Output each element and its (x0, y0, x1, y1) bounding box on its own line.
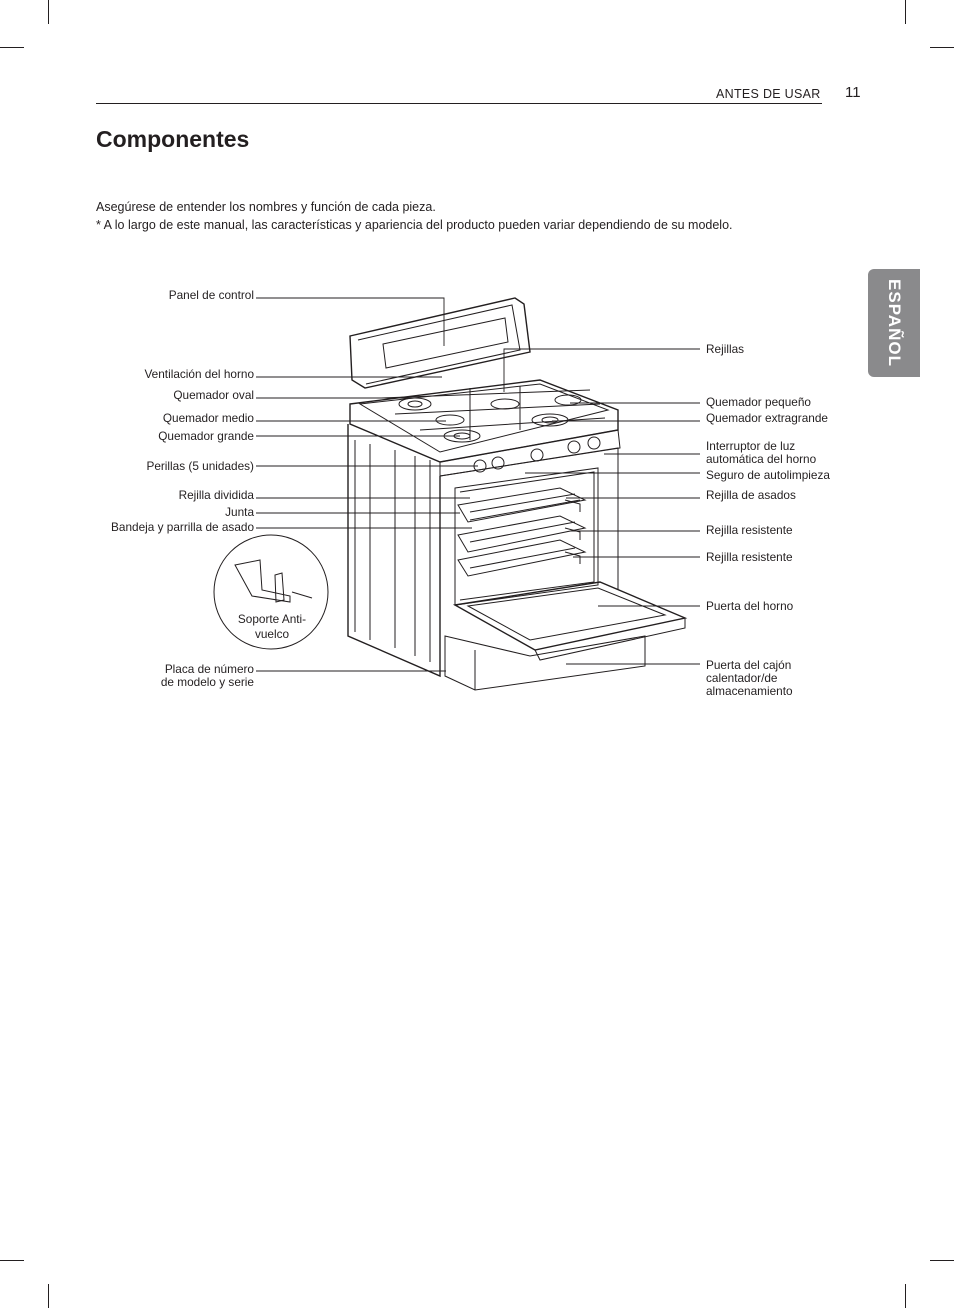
label-soporte-line-2: vuelco (222, 628, 322, 641)
label-rejilla-dividida: Rejilla dividida (179, 489, 254, 502)
label-cajon-line-3: almacenamiento (706, 685, 793, 698)
label-rejilla-resistente-2: Rejilla resistente (706, 551, 793, 564)
oven-door-drawing (455, 582, 685, 660)
label-placa-line-2: de modelo y serie (161, 676, 254, 689)
drawer-drawing (445, 636, 645, 690)
label-quemador-oval: Quemador oval (173, 389, 254, 402)
label-panel-de-control: Panel de control (169, 289, 254, 302)
label-quemador-medio: Quemador medio (163, 412, 254, 425)
label-seguro: Seguro de autolimpieza (706, 469, 830, 482)
control-panel-drawing (350, 298, 530, 388)
range-body-drawing (348, 424, 618, 676)
label-quemador-extragrande: Quemador extragrande (706, 412, 828, 425)
label-ventilacion: Ventilación del horno (144, 368, 254, 381)
label-puerta-horno: Puerta del horno (706, 600, 793, 613)
label-junta: Junta (225, 506, 254, 519)
label-interruptor-line-2: automática del horno (706, 453, 816, 466)
label-soporte-line-1: Soporte Anti- (222, 613, 322, 626)
label-rejilla-resistente-1: Rejilla resistente (706, 524, 793, 537)
label-bandeja: Bandeja y parrilla de asado (111, 521, 254, 534)
label-rejillas: Rejillas (706, 343, 744, 356)
label-quemador-pequeno: Quemador pequeño (706, 396, 811, 409)
label-perillas: Perillas (5 unidades) (146, 460, 254, 473)
label-rejilla-asados: Rejilla de asados (706, 489, 796, 502)
label-quemador-grande: Quemador grande (158, 430, 254, 443)
oven-cavity-drawing (455, 468, 598, 605)
